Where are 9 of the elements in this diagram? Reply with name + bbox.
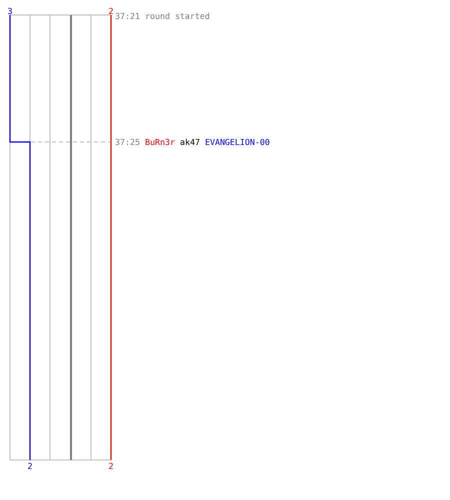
- weapon-name: ak47: [180, 137, 200, 147]
- player-name: BuRn3r: [144, 137, 175, 147]
- timestamp: 37:25: [115, 137, 140, 147]
- count-label: 2: [108, 6, 114, 16]
- player-name: EVANGELION-00: [204, 137, 270, 147]
- count-label: 2: [108, 461, 114, 471]
- count-label: 2: [28, 461, 32, 471]
- count-label: 3: [8, 6, 12, 16]
- event-text: 37:21 round started: [115, 11, 210, 21]
